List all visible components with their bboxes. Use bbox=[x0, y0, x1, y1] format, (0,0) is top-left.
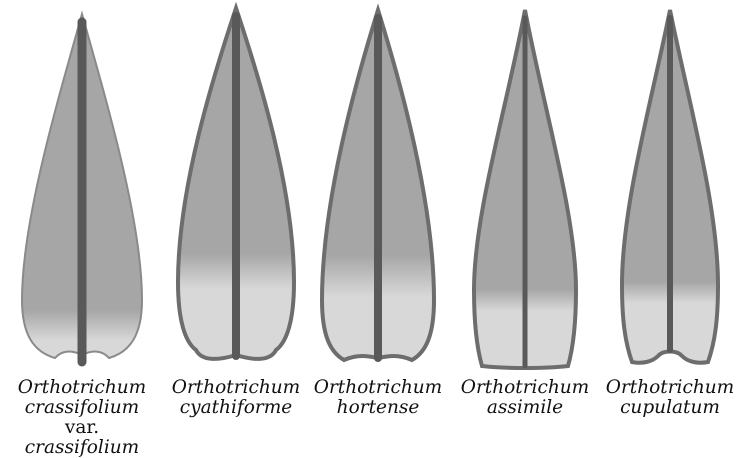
caption-species: assimile bbox=[487, 397, 563, 418]
leaf-cyathiforme bbox=[178, 8, 294, 359]
caption-hortense: Orthotrichum hortense bbox=[303, 378, 453, 418]
leaf-crassifolium bbox=[22, 14, 142, 362]
caption-species: cupulatum bbox=[620, 397, 720, 418]
caption-genus: Orthotrichum bbox=[314, 377, 442, 398]
caption-genus: Orthotrichum bbox=[18, 377, 146, 398]
caption-cupulatum: Orthotrichum cupulatum bbox=[595, 378, 739, 418]
caption-genus: Orthotrichum bbox=[461, 377, 589, 398]
caption-crassifolium: Orthotrichum crassifolium var. crassifol… bbox=[7, 378, 157, 458]
caption-species: crassifolium bbox=[25, 397, 139, 418]
caption-species: hortense bbox=[337, 397, 420, 418]
caption-species: cyathiforme bbox=[180, 397, 292, 418]
caption-variety: crassifolium bbox=[25, 437, 139, 458]
caption-assimile: Orthotrichum assimile bbox=[450, 378, 600, 418]
caption-genus: Orthotrichum bbox=[172, 377, 300, 398]
leaf-hortense bbox=[322, 10, 434, 360]
caption-rank: var. bbox=[65, 417, 99, 438]
caption-genus: Orthotrichum bbox=[606, 377, 734, 398]
leaf-assimile bbox=[474, 10, 576, 368]
leaf-cupulatum bbox=[622, 10, 718, 363]
caption-cyathiforme: Orthotrichum cyathiforme bbox=[161, 378, 311, 418]
